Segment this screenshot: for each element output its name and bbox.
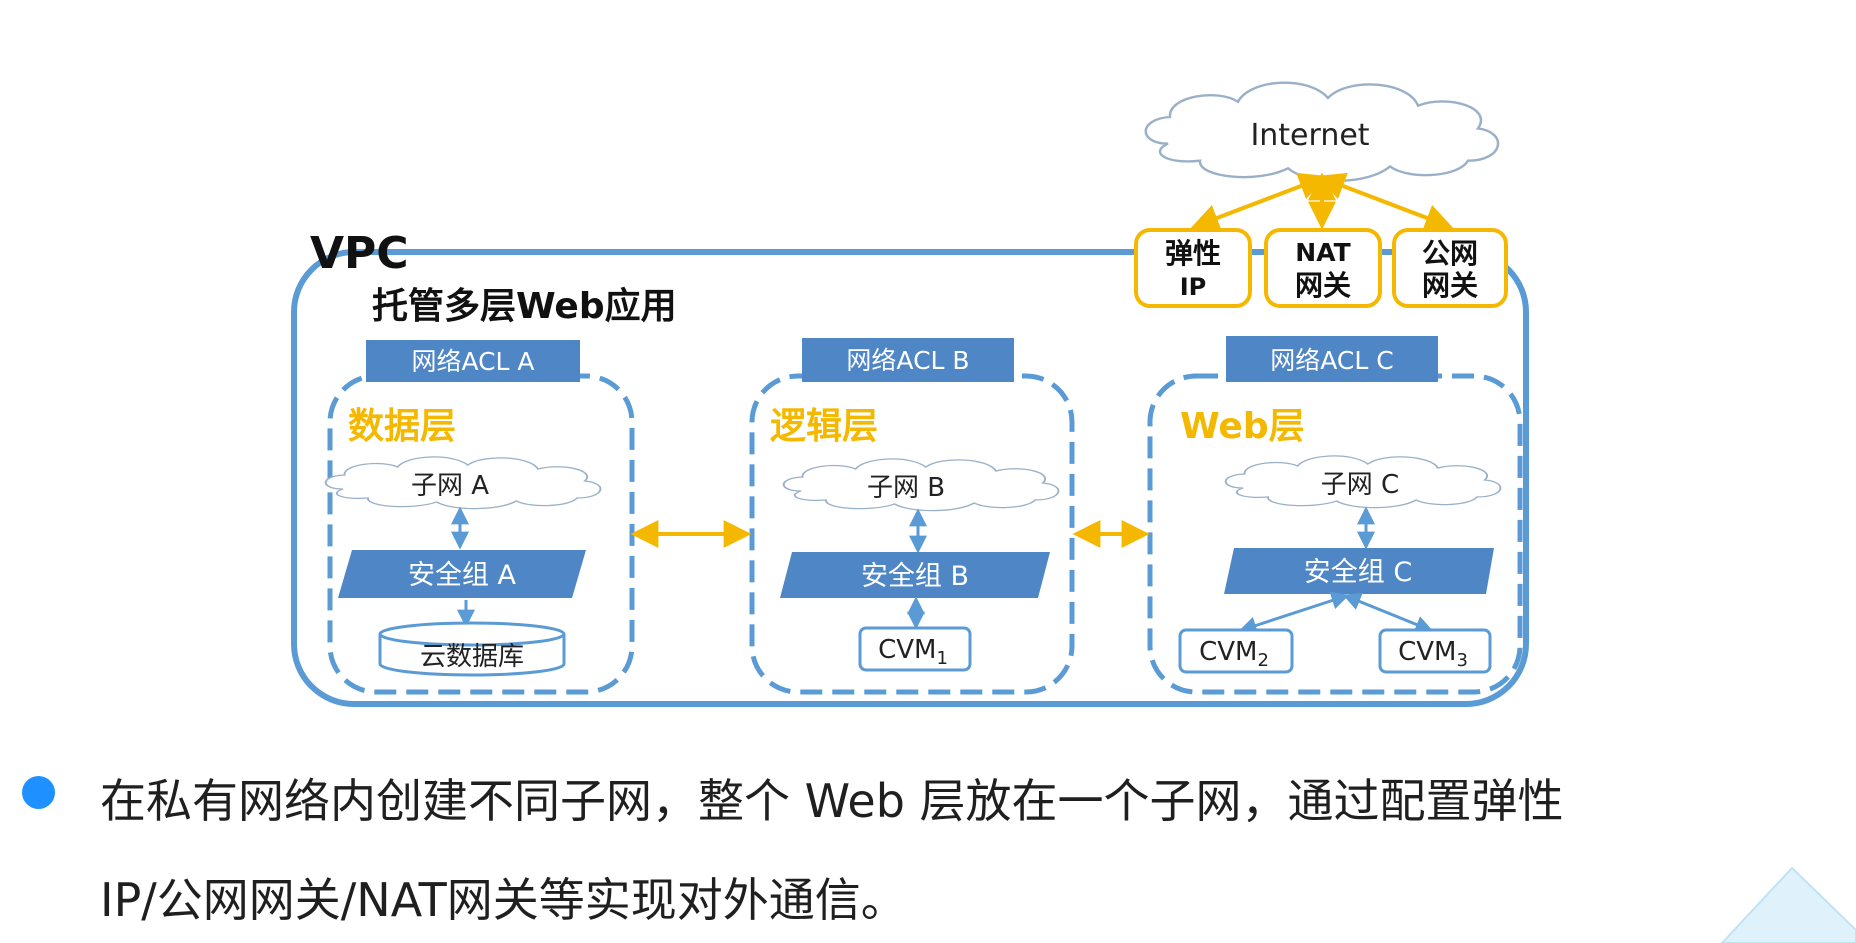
tier-name-logic: 逻辑层 [770,406,878,447]
vpc-title: 托管多层Web应用 [372,286,677,327]
acl-label: 网络ACL A [411,347,534,376]
database-label: 云数据库 [420,642,524,672]
cvm-label: CVM [878,635,936,665]
subnet-label: 子网 A [411,471,489,501]
corner-decoration [1720,866,1856,943]
subnet-label: 子网 B [867,473,945,503]
vpc-label: VPC [310,228,409,279]
security-group-a: 安全组 A [338,550,586,598]
subnet-label: 子网 C [1321,470,1399,500]
gateway-line2: IP [1180,273,1207,301]
bullet-text: 在私有网络内创建不同子网，整个 Web 层放在一个子网，通过配置弹性 IP/公网… [100,752,1800,943]
internet-label: Internet [1250,118,1369,153]
svg-text:CVM1: CVM1 [878,635,948,669]
sg-label: 安全组 B [861,561,969,592]
cvm-label: CVM [1398,637,1456,667]
sg-label: 安全组 C [1304,557,1412,588]
gateway-nat: NAT 网关 [1264,228,1382,308]
cvm-2: CVM2 [1178,628,1294,674]
tier-name-data: 数据层 [348,406,456,447]
gateway-line1: 公网 [1422,237,1478,270]
gateway-line2: 网关 [1295,269,1351,302]
sg-label: 安全组 A [408,560,517,591]
internet-links [1190,172,1454,232]
acl-a: 网络ACL A [366,340,580,382]
tier-name-web: Web层 [1180,406,1305,447]
gateway-line2: 网关 [1422,269,1478,302]
cloud-database-icon: 云数据库 [378,621,566,677]
cvm-subscript: 1 [936,648,947,669]
gateway-elastic-ip: 弹性 IP [1134,228,1252,308]
bullet-line-1: 在私有网络内创建不同子网，整个 Web 层放在一个子网，通过配置弹性 [100,774,1564,828]
cvm-subscript: 3 [1456,650,1467,671]
svg-text:CVM3: CVM3 [1398,637,1468,671]
acl-c: 网络ACL C [1226,336,1438,382]
cvm-1: CVM1 [858,626,972,672]
svg-text:CVM2: CVM2 [1199,637,1269,671]
cvm-subscript: 2 [1257,650,1268,671]
vpc-boundary [291,249,1529,707]
bullet-dot [22,776,55,809]
acl-b: 网络ACL B [802,338,1014,382]
gateway-public: 公网 网关 [1392,228,1508,308]
cvm-3: CVM3 [1378,628,1492,674]
acl-label: 网络ACL B [846,346,969,375]
security-group-b: 安全组 B [780,552,1050,598]
bullet-line-2: IP/公网网关/NAT网关等实现对外通信。 [100,873,907,927]
security-group-c: 安全组 C [1224,548,1494,594]
gateway-line1: NAT [1295,238,1350,267]
acl-label: 网络ACL C [1270,346,1393,375]
cvm-label: CVM [1199,637,1257,667]
gateway-line1: 弹性 [1165,237,1221,270]
